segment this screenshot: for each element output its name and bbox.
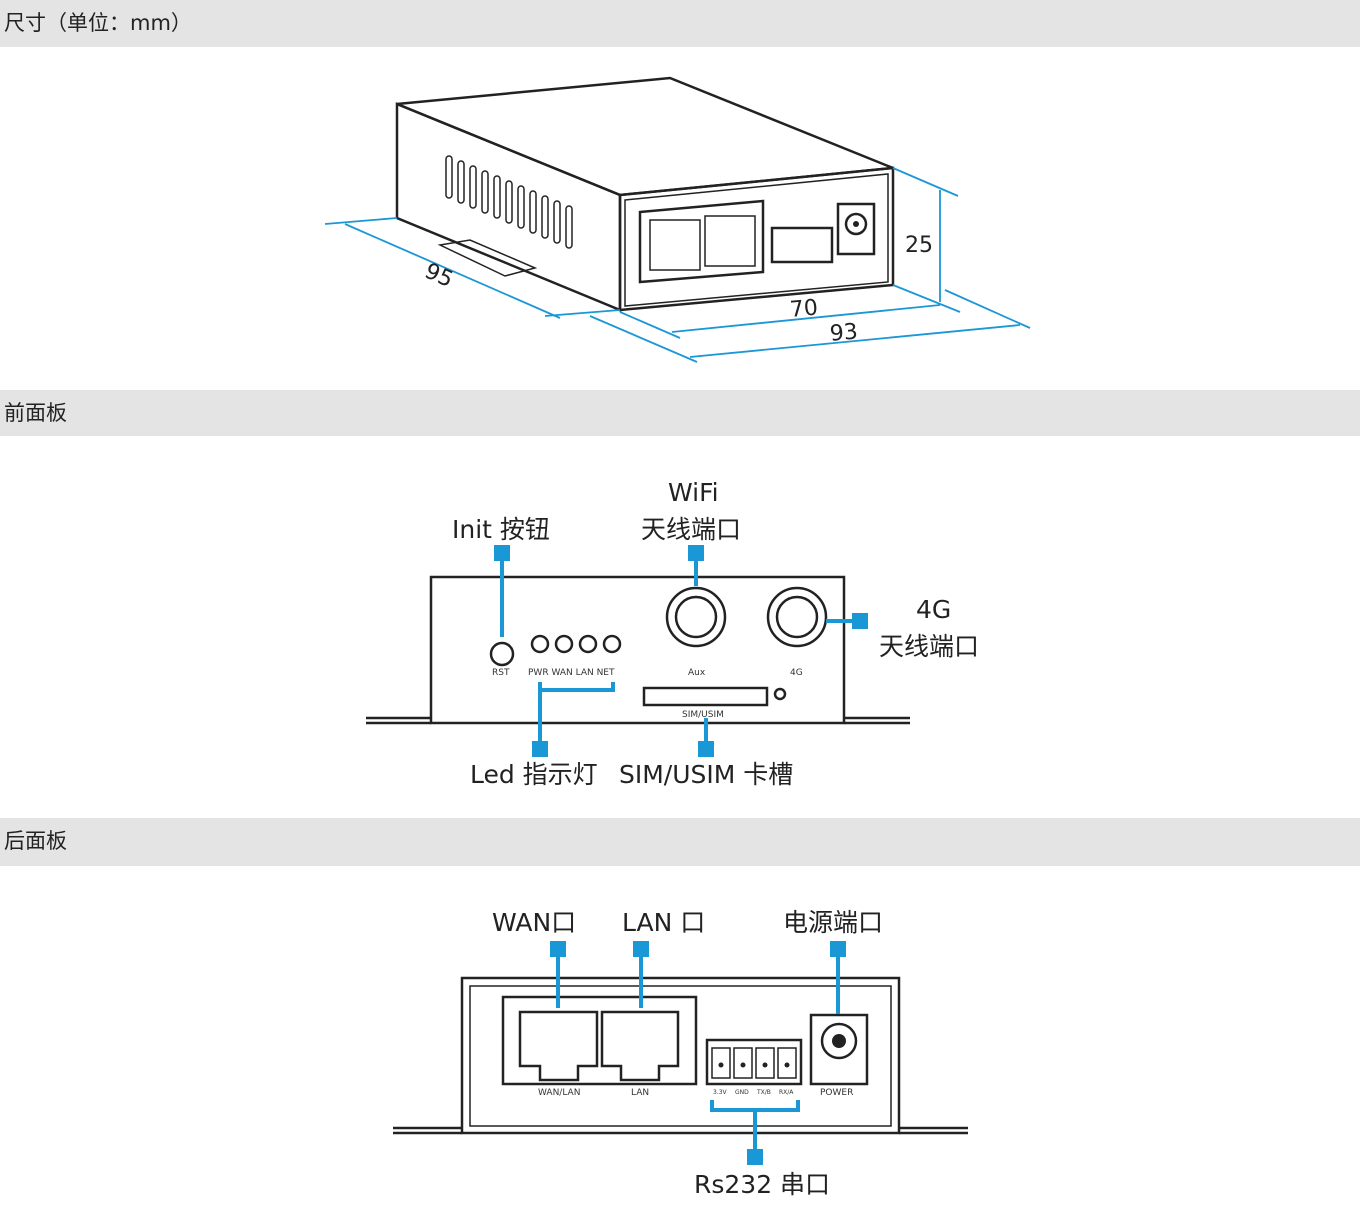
label-sim: SIM/USIM xyxy=(682,710,724,720)
label-lan: LAN xyxy=(631,1088,649,1098)
label-4g: 4G xyxy=(790,668,803,678)
callout-sim: SIM/USIM 卡槽 xyxy=(619,760,793,789)
isometric-device-drawing: 95 70 93 25 xyxy=(324,76,1031,363)
label-wan-lan: WAN/LAN xyxy=(538,1088,580,1098)
front-callout-lines xyxy=(494,545,868,757)
label-leds: PWR WAN LAN NET xyxy=(528,668,615,678)
front-panel-drawing: RST PWR WAN LAN NET Aux 4G SIM/USIM Init… xyxy=(366,478,979,789)
callout-4g-line2: 天线端口 xyxy=(879,632,979,661)
label-power: POWER xyxy=(820,1088,853,1098)
callout-4g-line1: 4G xyxy=(916,595,951,624)
dim-depth: 93 xyxy=(829,319,859,346)
callout-wan-port: WAN口 xyxy=(492,908,576,937)
callout-rs232: Rs232 串口 xyxy=(694,1170,830,1199)
callout-init-button: Init 按钮 xyxy=(452,515,550,544)
callout-wifi-line1: WiFi xyxy=(668,478,719,507)
section-header-rear-panel: 后面板 xyxy=(0,818,1360,866)
dim-length: 95 xyxy=(421,259,457,293)
dim-width: 70 xyxy=(789,295,819,322)
rst-button xyxy=(489,641,515,667)
callout-led: Led 指示灯 xyxy=(470,760,598,789)
label-rst: RST xyxy=(492,668,510,678)
dim-height: 25 xyxy=(905,233,933,258)
section-header-front-panel: 前面板 xyxy=(0,390,1360,436)
rear-panel-drawing: WAN/LAN LAN 3.3V GND TX/B RX/A POWER WAN… xyxy=(393,908,968,1199)
label-pin-3v3: 3.3V xyxy=(713,1089,728,1096)
rear-callout-lines xyxy=(550,941,846,1165)
dimension-lines xyxy=(324,167,1031,363)
label-pin-tx: TX/B xyxy=(756,1089,771,1096)
section-header-dimensions: 尺寸（单位：mm） xyxy=(0,0,1360,47)
label-aux: Aux xyxy=(688,668,706,678)
vent-slots xyxy=(445,155,573,249)
callout-power-port: 电源端口 xyxy=(783,908,883,937)
callout-wifi-line2: 天线端口 xyxy=(641,515,741,544)
label-pin-rx: RX/A xyxy=(779,1089,794,1096)
label-pin-gnd: GND xyxy=(735,1089,749,1096)
callout-lan-port: LAN 口 xyxy=(622,908,705,937)
